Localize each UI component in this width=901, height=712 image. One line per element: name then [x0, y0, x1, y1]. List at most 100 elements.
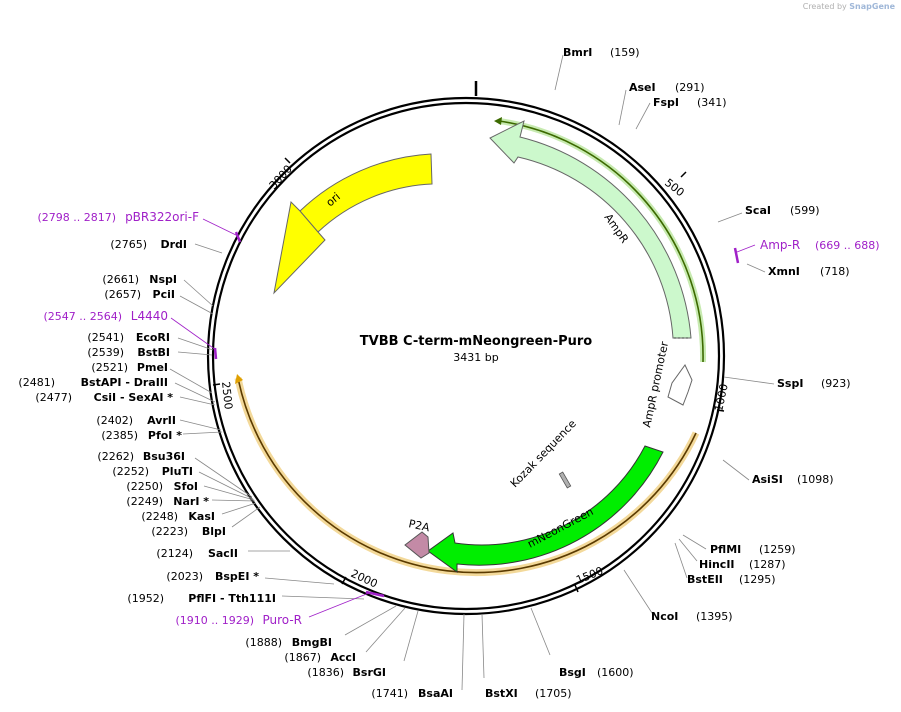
site-bsrgi-pos: (1836): [307, 666, 344, 679]
site-fspi-pos: (341): [697, 96, 727, 109]
primer-mark-puror: [365, 590, 385, 598]
site-bsteii: BstEII: [687, 573, 723, 586]
tick-label-2500: 2500: [219, 381, 235, 410]
puro-region-arrow: [235, 374, 243, 384]
backbone: [206, 81, 726, 616]
site-bsu36i: Bsu36I: [143, 450, 185, 463]
tick-label-1000: 1000: [712, 383, 731, 413]
site-bmgbi-pos: (1888): [245, 636, 282, 649]
site-asisi: AsiSI: [752, 473, 783, 486]
kozak-mark: [558, 471, 572, 489]
site-bsu36i-pos: (2262): [97, 450, 134, 463]
primer-ampr-range: (669 .. 688): [815, 239, 880, 252]
p2a-label: P2A: [407, 517, 431, 534]
site-pflfi-pos: (1952): [127, 592, 164, 605]
site-bstbi-pos: (2539): [87, 346, 124, 359]
site-ecori-pos: (2541): [87, 331, 124, 344]
ampr-promoter-arrow: [667, 364, 693, 406]
puro-region: [237, 377, 697, 574]
site-labels-left: BsaAI (1741) BsrGI (1836) AccI (1867) Bm…: [18, 238, 453, 700]
site-asei-pos: (291): [675, 81, 705, 94]
snapgene-logo: SnapGene: [849, 2, 895, 11]
site-sacii: SacII: [208, 547, 238, 560]
primer-puror-range: (1910 .. 1929): [175, 614, 254, 627]
site-pflmi-pos: (1259): [759, 543, 796, 556]
site-bstxi: BstXI: [485, 687, 518, 700]
site-acci: AccI: [330, 651, 356, 664]
site-asisi-pos: (1098): [797, 473, 834, 486]
plasmid-name: TVBB C-term-mNeongreen-Puro: [360, 334, 593, 349]
site-bstapi-draiii: BstAPI - DraIII: [81, 376, 168, 389]
site-bstapi-pos: (2481): [18, 376, 55, 389]
primer-pbr322ori-range: (2798 .. 2817): [37, 211, 116, 224]
site-nari: NarI *: [173, 495, 209, 508]
site-labels-right: BmrI (159) AseI (291) FspI (341) ScaI (5…: [485, 46, 851, 700]
site-bstxi-pos: (1705): [535, 687, 572, 700]
watermark: Created by SnapGene: [803, 2, 895, 11]
site-hincii: HincII: [699, 558, 735, 571]
tick-1000: [716, 409, 725, 412]
primer-marks: [170, 218, 756, 618]
site-bmri: BmrI: [563, 46, 592, 59]
ampr-promoter-label: AmpR promoter: [640, 340, 671, 429]
site-pluti: PluTI: [162, 465, 193, 478]
site-scai: ScaI: [745, 204, 771, 217]
mneongreen-arrow: [427, 445, 664, 573]
site-drdi-pos: (2765): [110, 238, 147, 251]
primer-ampr-name: Amp-R: [760, 238, 800, 252]
site-csii-pos: (2477): [35, 391, 72, 404]
site-kasi: KasI: [188, 510, 215, 523]
site-scai-pos: (599): [790, 204, 820, 217]
site-sspi-pos: (923): [821, 377, 851, 390]
site-pfoi-pos: (2385): [101, 429, 138, 442]
site-bspei: BspEI *: [215, 570, 259, 583]
site-ecori: EcoRI: [136, 331, 170, 344]
site-sacii-pos: (2124): [156, 547, 193, 560]
site-nspi-pos: (2661): [102, 273, 139, 286]
primer-leader-puror: [308, 592, 370, 618]
site-acci-pos: (1867): [284, 651, 321, 664]
primer-puror-name: Puro-R: [262, 613, 302, 627]
site-pcii: PciI: [153, 288, 175, 301]
site-blpi: BlpI: [202, 525, 226, 538]
site-bmgbi: BmgBI: [292, 636, 332, 649]
site-sfoi-pos: (2250): [126, 480, 163, 493]
site-pfoi: PfoI *: [148, 429, 182, 442]
site-pcii-pos: (2657): [104, 288, 141, 301]
site-pflmi: PflMI: [710, 543, 741, 556]
site-fspi: FspI: [653, 96, 679, 109]
primer-l4440-range: (2547 .. 2564): [43, 310, 122, 323]
site-avrii-pos: (2402): [96, 414, 133, 427]
site-drdi: DrdI: [160, 238, 187, 251]
plasmid-length: 3431 bp: [453, 351, 498, 364]
primer-l4440-name: L4440: [131, 309, 168, 323]
site-pflfi-tth111i: PflFI - Tth111I: [188, 592, 276, 605]
tick-500: [680, 171, 687, 178]
site-bspei-pos: (2023): [166, 570, 203, 583]
tick-1500: [574, 584, 579, 593]
primer-leader-ampr: [736, 244, 756, 253]
features: ori AmpR AmpR promoter mNeonGreen P2A Ko…: [234, 117, 707, 577]
kozak-label: Kozak sequence: [508, 417, 579, 490]
tick-2000: [341, 576, 347, 585]
site-xmni-pos: (718): [820, 265, 850, 278]
site-xmni: XmnI: [768, 265, 800, 278]
ori-arrow: [273, 153, 433, 295]
site-pluti-pos: (2252): [112, 465, 149, 478]
tick-label-500: 500: [662, 176, 687, 199]
green-line: [498, 120, 704, 363]
primer-leader-pbr322ori: [202, 218, 239, 237]
site-nari-pos: (2249): [126, 495, 163, 508]
tick-3000: [284, 157, 291, 164]
site-ncoi-pos: (1395): [696, 610, 733, 623]
site-bsteii-pos: (1295): [739, 573, 776, 586]
site-pmei-pos: (2521): [91, 361, 128, 374]
tick-2500: [212, 383, 221, 386]
site-sfoi: SfoI: [174, 480, 198, 493]
site-kasi-pos: (2248): [141, 510, 178, 523]
site-bsrgi: BsrGI: [353, 666, 386, 679]
site-hincii-pos: (1287): [749, 558, 786, 571]
ampr-arrow: [489, 120, 692, 339]
site-bsgi-pos: (1600): [597, 666, 634, 679]
